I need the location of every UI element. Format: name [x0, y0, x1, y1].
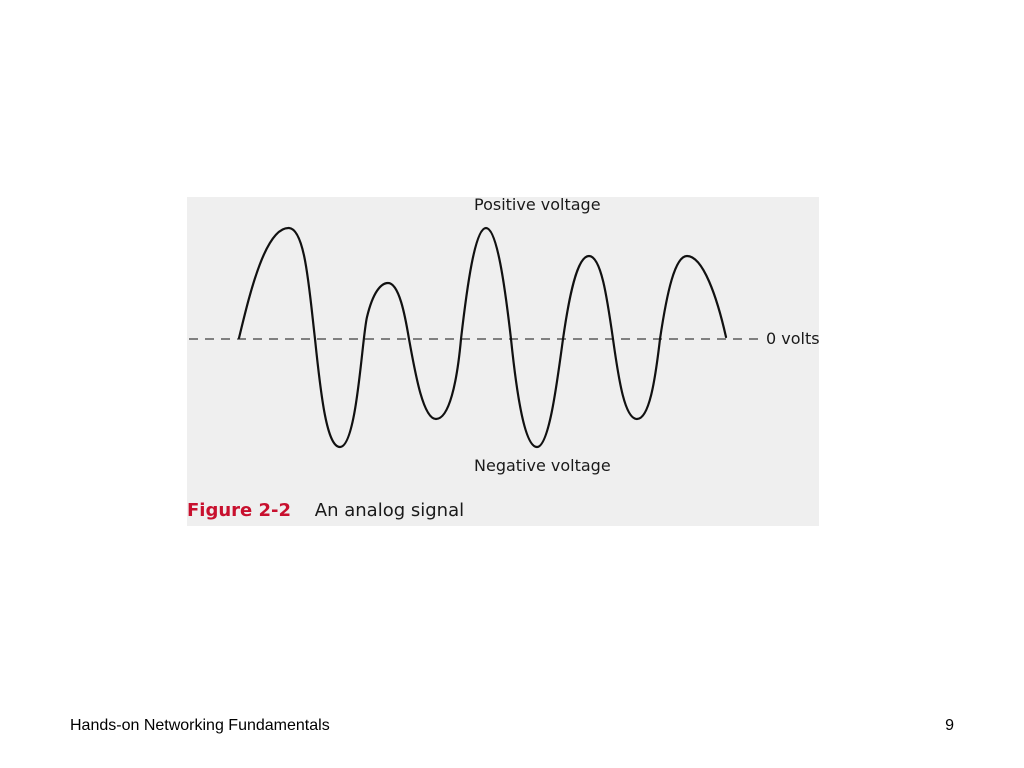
negative-voltage-label: Negative voltage	[474, 456, 611, 475]
positive-voltage-label: Positive voltage	[474, 195, 601, 214]
analog-signal-diagram	[189, 226, 762, 449]
figure-caption-text: An analog signal	[314, 500, 465, 521]
figure-number: Figure 2-2	[187, 500, 292, 521]
figure-panel: Positive voltage Negative voltage 0 volt…	[187, 195, 820, 526]
footer-title: Hands-on Networking Fundamentals	[70, 717, 330, 734]
page-number: 9	[945, 717, 954, 734]
zero-volts-label: 0 volts	[766, 329, 820, 348]
figure-caption: Figure 2-2 An analog signal	[187, 500, 464, 521]
analog-wave	[237, 226, 728, 449]
